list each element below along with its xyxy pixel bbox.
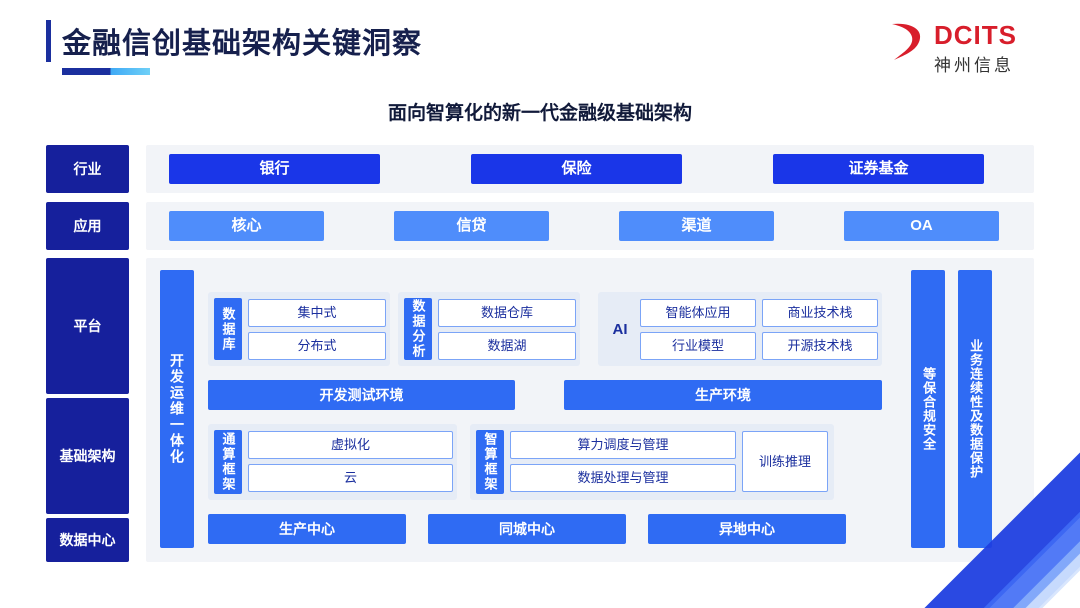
datacenter-item-2[interactable]: 异地中心 [648, 514, 846, 544]
page-title: 金融信创基础架构关键洞察 [62, 28, 423, 60]
database-item-0[interactable]: 集中式 [248, 299, 386, 327]
datacenter-item-0[interactable]: 生产中心 [208, 514, 406, 544]
diagram-title: 面向智算化的新一代金融级基础架构 [387, 103, 692, 124]
architecture-diagram: 行业 应用 平台 基础架构 数据中心 银行 保险 证券基金 核心 信贷 渠道 O… [46, 140, 1034, 564]
ai-item-1[interactable]: 商业技术栈 [762, 299, 878, 327]
industry-item-1[interactable]: 保险 [471, 154, 682, 184]
row-label-infrastructure: 基础架构 [46, 398, 129, 514]
ai-item-3[interactable]: 开源技术栈 [762, 332, 878, 360]
row-label-platform: 平台 [46, 258, 129, 394]
application-item-0[interactable]: 核心 [169, 211, 324, 241]
application-item-2[interactable]: 渠道 [619, 211, 774, 241]
platform-env-1[interactable]: 生产环境 [564, 380, 882, 410]
page-header: 金融信创基础架构关键洞察 DCITS 神州信息 [0, 0, 1080, 92]
general-compute-item-0[interactable]: 虚拟化 [248, 431, 453, 459]
intelligent-compute-item-0[interactable]: 算力调度与管理 [510, 431, 736, 459]
row-label-datacenter: 数据中心 [46, 518, 129, 562]
application-item-1[interactable]: 信贷 [394, 211, 549, 241]
analysis-group-label: 数据分析 [404, 298, 432, 360]
general-compute-item-1[interactable]: 云 [248, 464, 453, 492]
title-underline [62, 68, 150, 75]
analysis-item-0[interactable]: 数据仓库 [438, 299, 576, 327]
title-accent-bar [46, 20, 51, 62]
devops-vertical-label: 开发运维一体化 [160, 270, 194, 548]
intelligent-compute-label: 智算框架 [476, 430, 504, 494]
general-compute-label: 通算框架 [214, 430, 242, 494]
company-logo: DCITS 神州信息 [886, 18, 1046, 78]
platform-env-0[interactable]: 开发测试环境 [208, 380, 515, 410]
application-item-3[interactable]: OA [844, 211, 999, 241]
logo-wordmark: DCITS [934, 20, 1017, 50]
datacenter-item-1[interactable]: 同城中心 [428, 514, 626, 544]
analysis-item-1[interactable]: 数据湖 [438, 332, 576, 360]
ai-item-0[interactable]: 智能体应用 [640, 299, 756, 327]
dcits-logo-icon [892, 23, 921, 61]
logo-subtext: 神州信息 [934, 56, 1014, 75]
intelligent-compute-side[interactable]: 训练推理 [742, 431, 828, 492]
ai-group-label: AI [612, 320, 628, 338]
database-item-1[interactable]: 分布式 [248, 332, 386, 360]
ai-item-2[interactable]: 行业模型 [640, 332, 756, 360]
intelligent-compute-item-1[interactable]: 数据处理与管理 [510, 464, 736, 492]
database-group-label: 数据库 [214, 298, 242, 360]
industry-item-2[interactable]: 证券基金 [773, 154, 984, 184]
continuity-vertical-label: 业务连续性及数据保护 [958, 270, 992, 548]
compliance-vertical-label: 等保合规安全 [911, 270, 945, 548]
row-label-application: 应用 [46, 202, 129, 250]
row-label-industry: 行业 [46, 145, 129, 193]
industry-item-0[interactable]: 银行 [169, 154, 380, 184]
